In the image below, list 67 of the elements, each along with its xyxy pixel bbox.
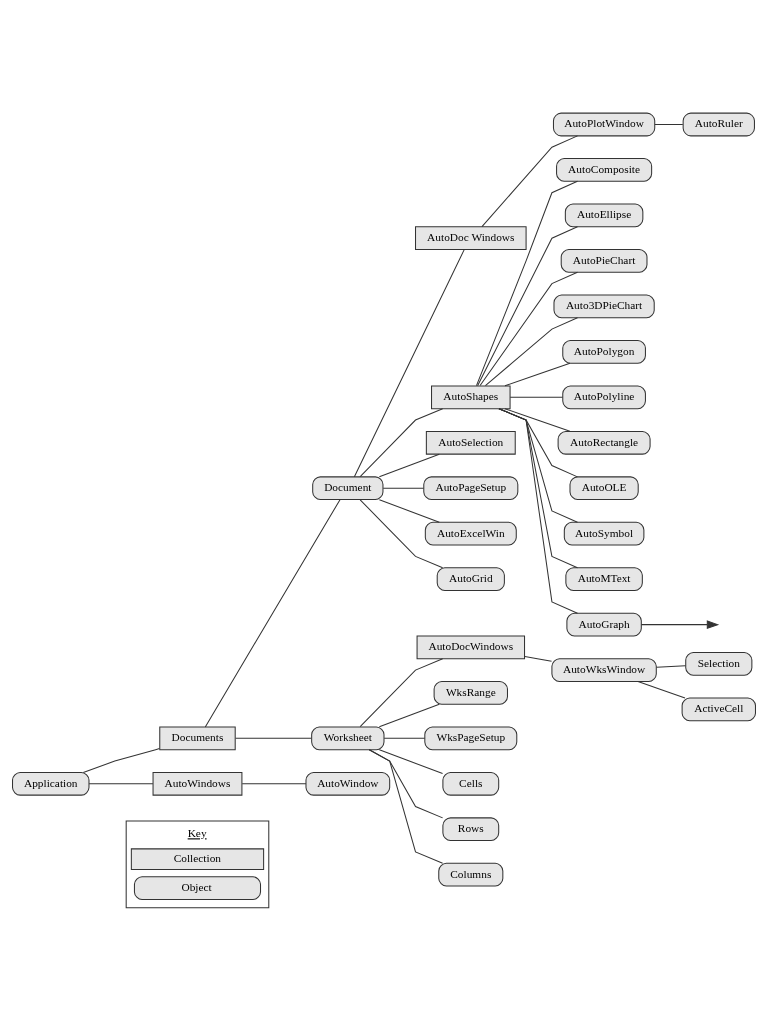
connector: [241, 783, 307, 785]
node-box: AutoComposite: [556, 158, 653, 182]
connector: [475, 180, 578, 387]
connector: [484, 317, 578, 387]
node-box: AutoWksWindow: [551, 658, 657, 682]
node-box: AutoPageSetup: [423, 476, 519, 501]
node-box: AutoPieChart: [560, 249, 648, 273]
connector: [654, 124, 684, 125]
node-box: AutoSelection: [425, 430, 516, 455]
connector: [481, 135, 578, 228]
node-box: Selection: [685, 652, 753, 676]
node-box: AutoPolygon: [562, 339, 646, 364]
node-box: WksPageSetup: [424, 726, 518, 751]
node-box: AutoShapes: [431, 385, 511, 410]
connector: [359, 499, 444, 569]
connector: [368, 749, 444, 864]
connector: [235, 737, 312, 739]
node-box: AutoGrid: [436, 567, 505, 592]
node-box: AutoRuler: [682, 112, 755, 137]
connector: [498, 408, 578, 614]
node-box: AutoPlotWindow: [552, 112, 656, 137]
node-box: Cells: [442, 771, 500, 796]
node-box: AutoWindows: [152, 771, 243, 796]
connector: [378, 749, 444, 775]
connector: [204, 499, 341, 728]
connector: [378, 499, 440, 523]
node-box: WksRange: [433, 680, 508, 705]
label: Key: [187, 827, 207, 840]
connector: [82, 748, 160, 773]
arrow: [640, 620, 720, 629]
node-box: Auto3DPieChart: [553, 294, 655, 319]
legend-label: Collection: [173, 852, 222, 865]
connector: [353, 249, 465, 478]
connector: [504, 408, 571, 432]
connector: [504, 362, 571, 387]
node-box: Document: [312, 476, 384, 501]
connector: [477, 226, 578, 387]
node-box: AutoWindow: [305, 771, 391, 796]
node-box: AutoEllipse: [564, 203, 644, 228]
connector: [383, 737, 426, 739]
node-box: ActiveCell: [681, 697, 756, 722]
node-box: AutoSymbol: [563, 521, 645, 546]
connector: [479, 271, 578, 387]
node-box: AutoExcelWin: [424, 521, 517, 546]
node-box: Documents: [159, 726, 236, 751]
connector: [88, 783, 154, 785]
connector: [509, 396, 564, 398]
node-box: AutoDoc Windows: [415, 226, 527, 251]
node-box: Worksheet: [311, 726, 385, 751]
node-box: Columns: [438, 862, 504, 887]
connector: [656, 665, 686, 668]
connector: [524, 656, 553, 662]
node-box: Application: [12, 771, 90, 796]
connector: [359, 408, 444, 478]
node-box: AutoGraph: [566, 612, 642, 637]
node-box: AutoDocWindows: [416, 635, 526, 660]
node-box: AutoRectangle: [557, 430, 651, 455]
legend-label: Object: [181, 881, 212, 894]
node-box: AutoOLE: [569, 476, 639, 501]
connector: [359, 658, 444, 728]
connector: [382, 487, 425, 489]
connector: [378, 703, 440, 728]
node-box: AutoMText: [565, 567, 643, 592]
node-box: AutoPolyline: [562, 385, 646, 410]
connector: [637, 681, 686, 699]
connector: [378, 453, 440, 478]
node-box: Rows: [442, 817, 500, 842]
